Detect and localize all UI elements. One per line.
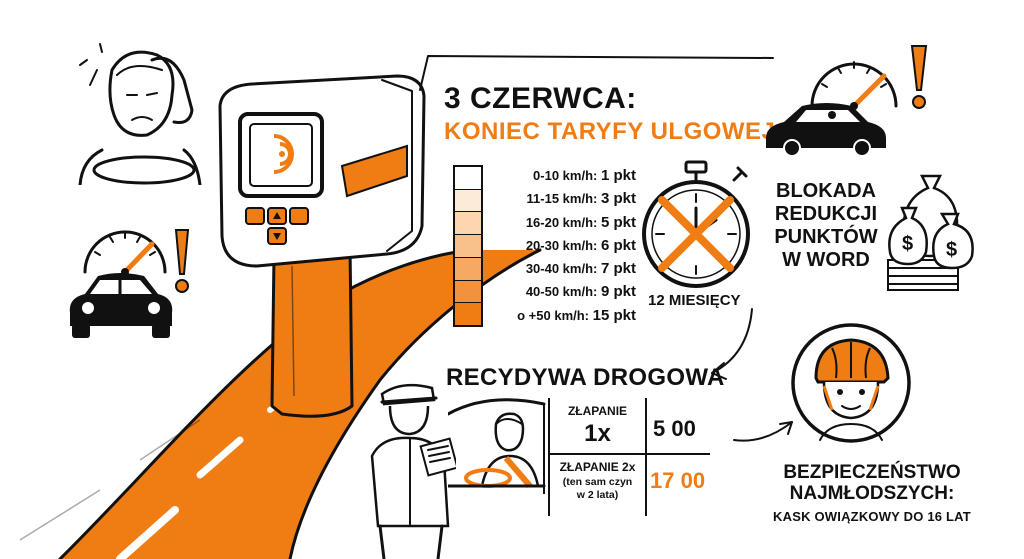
arrow-icon xyxy=(711,308,753,380)
speedometer-icon xyxy=(83,230,167,276)
divider-line xyxy=(419,55,774,91)
penalty-tier: 0-10 km/h: 1 pkt xyxy=(533,167,636,184)
safety-text: BEZPIECZEŃSTWO NAJMŁODSZYCH: KASK OWIĄZK… xyxy=(773,462,971,524)
svg-text:$: $ xyxy=(902,233,913,255)
stopwatch-icon xyxy=(642,160,750,288)
page-subtitle: KONIEC TARYFY ULGOWEJ xyxy=(444,118,776,145)
scale-segment xyxy=(455,212,481,236)
page-title: 3 CZERWCA: xyxy=(444,82,637,115)
table-cell-caught-twice: ZŁAPANIE 2x (ten sam czyn w 2 lata) xyxy=(559,460,636,501)
penalty-tier: 16-20 km/h: 5 pkt xyxy=(525,213,636,231)
exclamation-icon xyxy=(910,45,928,109)
penalty-tier: 20-30 km/h: 6 pkt xyxy=(525,236,636,254)
arrow-icon xyxy=(733,421,793,442)
table-divider xyxy=(550,453,710,455)
timer-label: 12 MIESIĘCY xyxy=(648,292,741,309)
car-icon xyxy=(766,103,886,157)
scale-segment xyxy=(455,257,481,281)
fine-table: ZŁAPANIE 1x 5 00 ZŁAPANIE 2x (ten sam cz… xyxy=(548,398,712,516)
table-cell-fine-twice: 17 00 xyxy=(650,468,706,493)
stressed-driver-icon xyxy=(78,43,202,185)
table-cell-fine-once: 5 00 xyxy=(653,416,696,441)
recidive-title: RECYDYWA DROGOWA xyxy=(446,364,725,391)
svg-text:$: $ xyxy=(946,239,957,261)
scale-segment xyxy=(455,280,481,304)
exclamation-icon xyxy=(174,229,190,293)
child-helmet-icon xyxy=(791,323,911,443)
speedometer-icon xyxy=(810,61,898,110)
money-bags-icon: $ $ xyxy=(887,174,974,291)
table-cell-caught-once: ZŁAPANIE 1x xyxy=(567,404,628,447)
penalty-tier-list: 0-10 km/h: 1 pkt 11-15 km/h: 3 pkt 16-20… xyxy=(486,164,636,327)
driver-in-car-icon xyxy=(448,398,546,494)
speed-gun-icon xyxy=(218,74,426,418)
penalty-tier: 40-50 km/h: 9 pkt xyxy=(525,283,636,301)
scale-segment xyxy=(455,235,481,258)
scale-segment xyxy=(455,303,481,326)
penalty-tier: 11-15 km/h: 3 pkt xyxy=(526,190,636,208)
blokada-text: BLOKADA REDUKCJI PUNKTÓW W WORD xyxy=(774,180,878,271)
penalty-scale-bar xyxy=(453,165,483,327)
police-officer-icon xyxy=(370,383,456,559)
penalty-tier: o +50 km/h: 15 pkt xyxy=(517,306,636,324)
scale-segment xyxy=(455,167,481,190)
table-divider xyxy=(645,398,647,516)
penalty-tier: 30-40 km/h: 7 pkt xyxy=(525,260,636,278)
car-icon xyxy=(69,273,173,338)
scale-segment xyxy=(455,189,481,213)
